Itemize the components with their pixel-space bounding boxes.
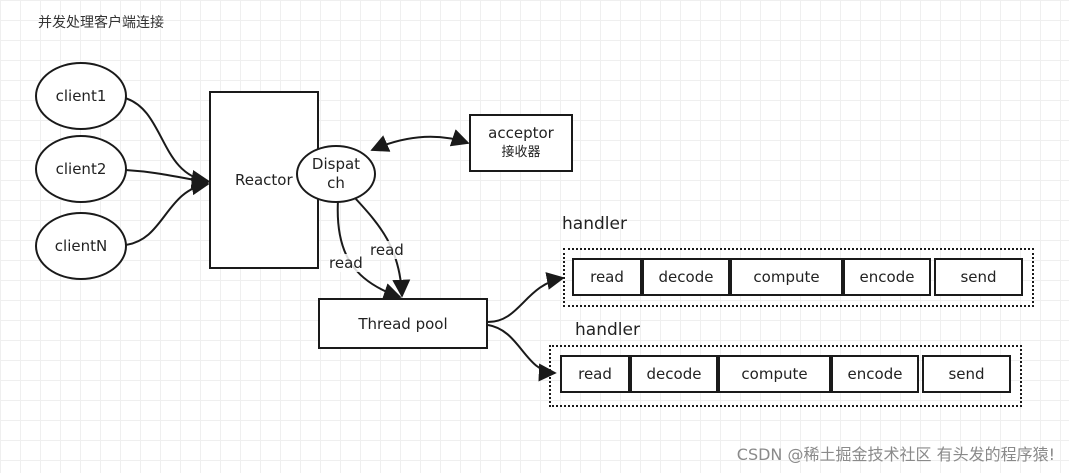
client1-node: client1 bbox=[35, 62, 127, 130]
clientN-node: clientN bbox=[35, 212, 127, 280]
handler-group-1 bbox=[563, 248, 1034, 307]
handler-1-step-decode: decode bbox=[642, 258, 730, 296]
handler-group-2 bbox=[549, 345, 1022, 407]
handler-1-step-read: read bbox=[572, 258, 642, 296]
handler-1-step-send: send bbox=[934, 258, 1023, 296]
watermark: CSDN @稀土掘金技术社区 有头发的程序猿! bbox=[736, 445, 1055, 464]
client1-label: client1 bbox=[55, 86, 107, 105]
dispatch-node: Dispat ch bbox=[296, 145, 376, 203]
edge-clientN-reactor bbox=[124, 177, 210, 246]
diagram-title: 并发处理客户端连接 bbox=[38, 15, 164, 31]
handler-2-step-read: read bbox=[560, 355, 630, 393]
handler-1-step-encode: encode bbox=[843, 258, 931, 296]
thread-pool-node: Thread pool bbox=[318, 298, 488, 349]
acceptor-label-zh: 接收器 bbox=[501, 145, 541, 160]
edge-dispatch-acceptor bbox=[370, 129, 470, 152]
handler-2-step-decode: decode bbox=[630, 355, 718, 393]
handler-label-1: handler bbox=[562, 214, 627, 234]
dispatch-label-line1: Dispat bbox=[311, 155, 361, 173]
handler-2-step-encode: encode bbox=[831, 355, 919, 393]
client2-label: client2 bbox=[55, 159, 107, 178]
handler-2-step-send: send bbox=[922, 355, 1011, 393]
edge-threadpool-handler1 bbox=[487, 272, 565, 323]
edge-client1-reactor bbox=[124, 97, 210, 188]
edge-label-read-left: read bbox=[329, 254, 363, 272]
reactor-label: Reactor bbox=[235, 171, 293, 189]
acceptor-label-en: acceptor bbox=[488, 124, 554, 142]
edge-client2-reactor bbox=[124, 169, 210, 189]
thread-pool-label: Thread pool bbox=[358, 314, 448, 333]
edge-dispatch-threadpool-right bbox=[354, 197, 411, 298]
clientN-label: clientN bbox=[54, 236, 108, 255]
client2-node: client2 bbox=[35, 135, 127, 203]
handler-1-step-compute: compute bbox=[730, 258, 843, 296]
handler-2-step-compute: compute bbox=[718, 355, 831, 393]
dispatch-label-line2: ch bbox=[327, 174, 345, 192]
edge-threadpool-handler2 bbox=[487, 324, 557, 382]
handler-label-2: handler bbox=[575, 320, 640, 340]
edge-label-read-right: read bbox=[370, 241, 404, 259]
acceptor-node: acceptor 接收器 bbox=[469, 114, 573, 172]
